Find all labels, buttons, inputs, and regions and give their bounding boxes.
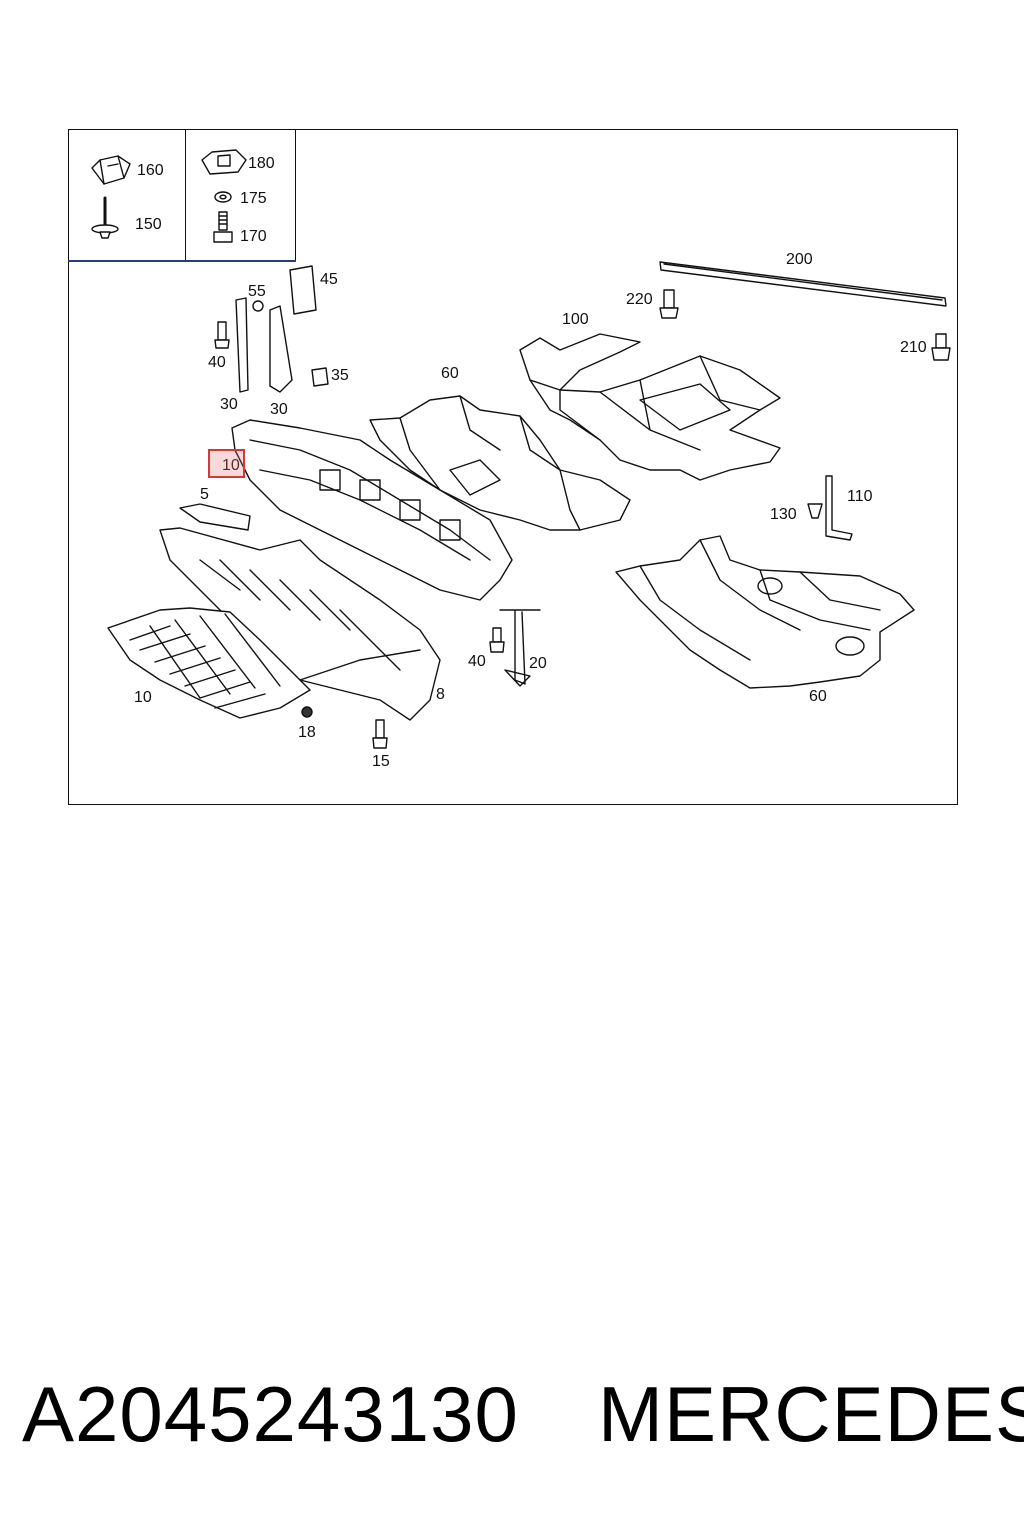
callout-8: 8 bbox=[436, 686, 445, 703]
callout-60-upper: 60 bbox=[441, 365, 459, 382]
screw-15-icon bbox=[372, 719, 388, 749]
bracket-20 bbox=[499, 609, 541, 687]
callout-210: 210 bbox=[900, 339, 927, 356]
nut-55-icon bbox=[252, 300, 264, 312]
callout-100: 100 bbox=[562, 311, 589, 328]
engine-compartment-cover-10 bbox=[231, 419, 513, 601]
rivet-icon bbox=[91, 196, 119, 239]
lower-panel-8 bbox=[159, 527, 441, 721]
callout-10-lower: 10 bbox=[134, 689, 152, 706]
legend-label-175: 175 bbox=[240, 190, 267, 207]
cross-strut-200 bbox=[659, 261, 947, 307]
callout-30-left: 30 bbox=[220, 396, 238, 413]
callout-15: 15 bbox=[372, 753, 390, 770]
callout-130: 130 bbox=[770, 506, 797, 523]
underbody-panel-100 bbox=[519, 333, 781, 481]
callout-110: 110 bbox=[847, 488, 873, 505]
bolt-220-icon bbox=[659, 289, 679, 319]
screw-40-lower-icon bbox=[489, 627, 505, 653]
legend-label-180: 180 bbox=[248, 155, 275, 172]
callout-30-right: 30 bbox=[270, 401, 288, 418]
bracket-45 bbox=[289, 265, 317, 315]
callout-45: 45 bbox=[320, 271, 338, 288]
bracket-110 bbox=[825, 475, 853, 541]
underbody-panel-60-lower bbox=[615, 535, 915, 689]
bolt-icon bbox=[213, 211, 233, 243]
brand-name: MERCEDES bbox=[598, 1370, 1024, 1458]
screw-18-icon bbox=[301, 706, 313, 718]
clip-nut-icon bbox=[201, 149, 247, 175]
callout-20: 20 bbox=[529, 655, 547, 672]
callout-220: 220 bbox=[626, 291, 653, 308]
bracket-30-right bbox=[269, 305, 293, 393]
legend-label-170: 170 bbox=[240, 228, 267, 245]
callout-55: 55 bbox=[248, 283, 266, 300]
bolt-210-icon bbox=[931, 333, 951, 361]
clip-35-icon bbox=[311, 367, 329, 387]
callout-5: 5 bbox=[200, 486, 209, 503]
legend-label-160: 160 bbox=[137, 162, 164, 179]
washer-icon bbox=[214, 191, 232, 203]
callout-40-lower: 40 bbox=[468, 653, 486, 670]
bracket-5 bbox=[179, 503, 251, 531]
callout-10-highlighted[interactable]: 10 bbox=[222, 457, 240, 474]
callout-35: 35 bbox=[331, 367, 349, 384]
clip-130-icon bbox=[807, 503, 823, 519]
callout-200: 200 bbox=[786, 251, 813, 268]
bracket-30-left bbox=[235, 297, 249, 393]
legend-divider bbox=[68, 260, 296, 262]
screw-40-upper-icon bbox=[214, 321, 230, 349]
highlight-box[interactable] bbox=[208, 449, 245, 478]
callout-40-upper: 40 bbox=[208, 354, 226, 371]
grid-panel-10 bbox=[107, 607, 311, 719]
callout-60-lower: 60 bbox=[809, 688, 827, 705]
callout-18: 18 bbox=[298, 724, 316, 741]
legend-label-150: 150 bbox=[135, 216, 162, 233]
part-number: A2045243130 bbox=[22, 1370, 519, 1458]
clip-nut-icon bbox=[91, 155, 131, 185]
